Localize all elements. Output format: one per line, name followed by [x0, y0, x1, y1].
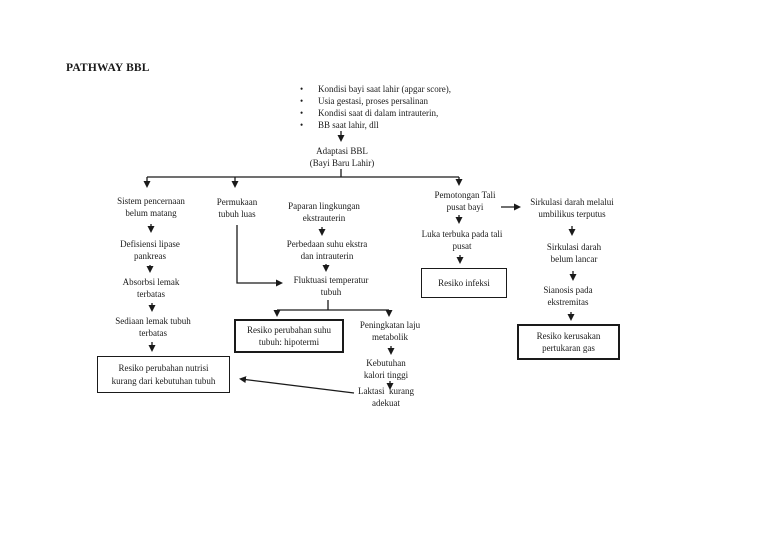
bullet-label: Kondisi bayi saat lahir (apgar score), [318, 84, 451, 94]
box-resiko-suhu-hipotermi: Resiko perubahan suhu tubuh: hipotermi [234, 319, 344, 353]
list-item: • Kondisi saat di dalam intrauterin, [300, 107, 451, 119]
factor-bullet-list: • Kondisi bayi saat lahir (apgar score),… [300, 83, 451, 131]
node-sediaan-lemak: Sediaan lemak tubuh terbatas [115, 316, 191, 339]
node-permukaan-tubuh: Permukaan tubuh luas [216, 197, 258, 220]
node-sistem-pencernaan: Sistem pencernaan belum matang [117, 196, 185, 219]
node-defisiensi-lipase: Defisiensi lipase pankreas [120, 239, 180, 262]
bullet-icon: • [300, 120, 304, 130]
box-resiko-kerusakan-gas: Resiko kerusakan pertukaran gas [517, 324, 620, 360]
node-perbedaan-suhu: Perbedaan suhu ekstra dan intrauterin [286, 239, 368, 262]
list-item: • Usia gestasi, proses persalinan [300, 95, 451, 107]
node-sirkulasi-umbilikus: Sirkulasi darah melalui umbilikus terput… [530, 197, 614, 220]
bullet-icon: • [300, 84, 304, 94]
node-peningkatan-laju: Peningkatan laju metabolik [359, 320, 421, 343]
node-sianosis: Sianosis pada ekstremitas [543, 285, 593, 308]
node-adaptasi-bbl: Adaptasi BBL (Bayi Baru Lahir) [309, 146, 375, 169]
bullet-label: BB saat lahir, dll [318, 120, 379, 130]
node-absorbsi-lemak: Absorbsi lemak terbatas [122, 277, 180, 300]
list-item: • BB saat lahir, dll [300, 119, 451, 131]
node-luka-terbuka: Luka terbuka pada tali pusat [421, 229, 503, 252]
box-resiko-nutrisi: Resiko perubahan nutrisi kurang dari keb… [97, 356, 230, 393]
node-paparan-lingkungan: Paparan lingkungan ekstrauterin [288, 201, 360, 224]
node-laktasi-kurang: Laktasi kurang adekuat [358, 386, 414, 409]
arrow-laktasi-to-resiko-nutrisi [239, 376, 355, 394]
bullet-label: Usia gestasi, proses persalinan [318, 96, 428, 106]
page-title: PATHWAY BBL [66, 62, 150, 74]
node-sirkulasi-belum-lancar: Sirkulasi darah belum lancar [546, 242, 602, 265]
node-pemotongan-tali: Pemotongan Tali pusat bayi [434, 190, 496, 213]
connector-permukaan-to-fluktuasi [236, 225, 283, 287]
bullet-icon: • [300, 96, 304, 106]
bullet-icon: • [300, 108, 304, 118]
list-item: • Kondisi bayi saat lahir (apgar score), [300, 83, 451, 95]
box-resiko-infeksi: Resiko infeksi [421, 268, 507, 298]
node-fluktuasi-temperatur: Fluktuasi temperatur tubuh [293, 275, 369, 298]
node-kebutuhan-kalori: Kebutuhan kalori tinggi [363, 358, 409, 381]
bullet-label: Kondisi saat di dalam intrauterin, [318, 108, 439, 118]
